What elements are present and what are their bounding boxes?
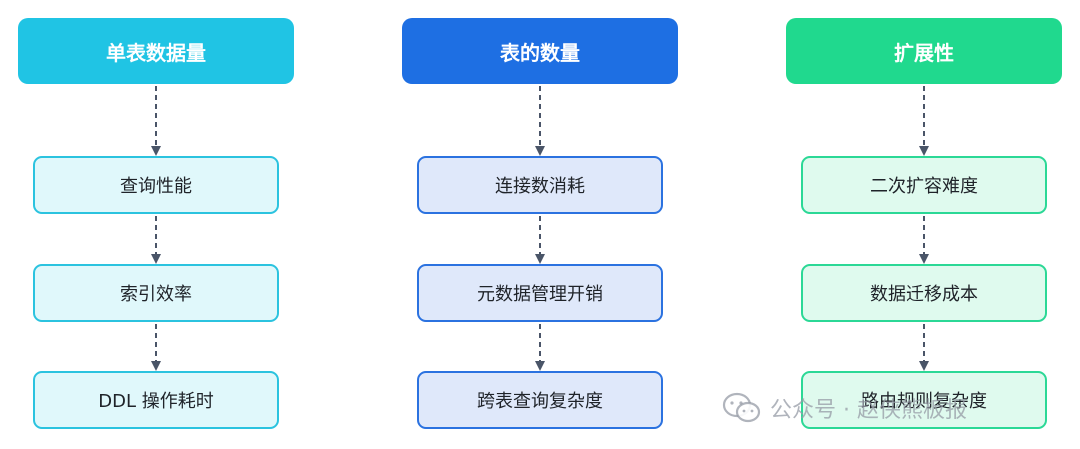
wechat-icon xyxy=(722,392,762,424)
factor-card: 索引效率 xyxy=(33,264,279,322)
column-scalability: 扩展性 二次扩容难度 数据迁移成本 路由规则复杂度 xyxy=(784,0,1064,449)
column-header: 扩展性 xyxy=(786,18,1062,84)
column-header: 单表数据量 xyxy=(18,18,294,84)
factor-card: 路由规则复杂度 xyxy=(801,371,1047,429)
factor-card: 查询性能 xyxy=(33,156,279,214)
factor-card: 连接数消耗 xyxy=(417,156,663,214)
factor-card: 二次扩容难度 xyxy=(801,156,1047,214)
factor-card: 跨表查询复杂度 xyxy=(417,371,663,429)
factor-card: 数据迁移成本 xyxy=(801,264,1047,322)
column-single-table-volume: 单表数据量 查询性能 索引效率 DDL 操作耗时 xyxy=(16,0,296,449)
factor-card: DDL 操作耗时 xyxy=(33,371,279,429)
column-table-count: 表的数量 连接数消耗 元数据管理开销 跨表查询复杂度 xyxy=(400,0,680,449)
factor-card: 元数据管理开销 xyxy=(417,264,663,322)
column-header: 表的数量 xyxy=(402,18,678,84)
